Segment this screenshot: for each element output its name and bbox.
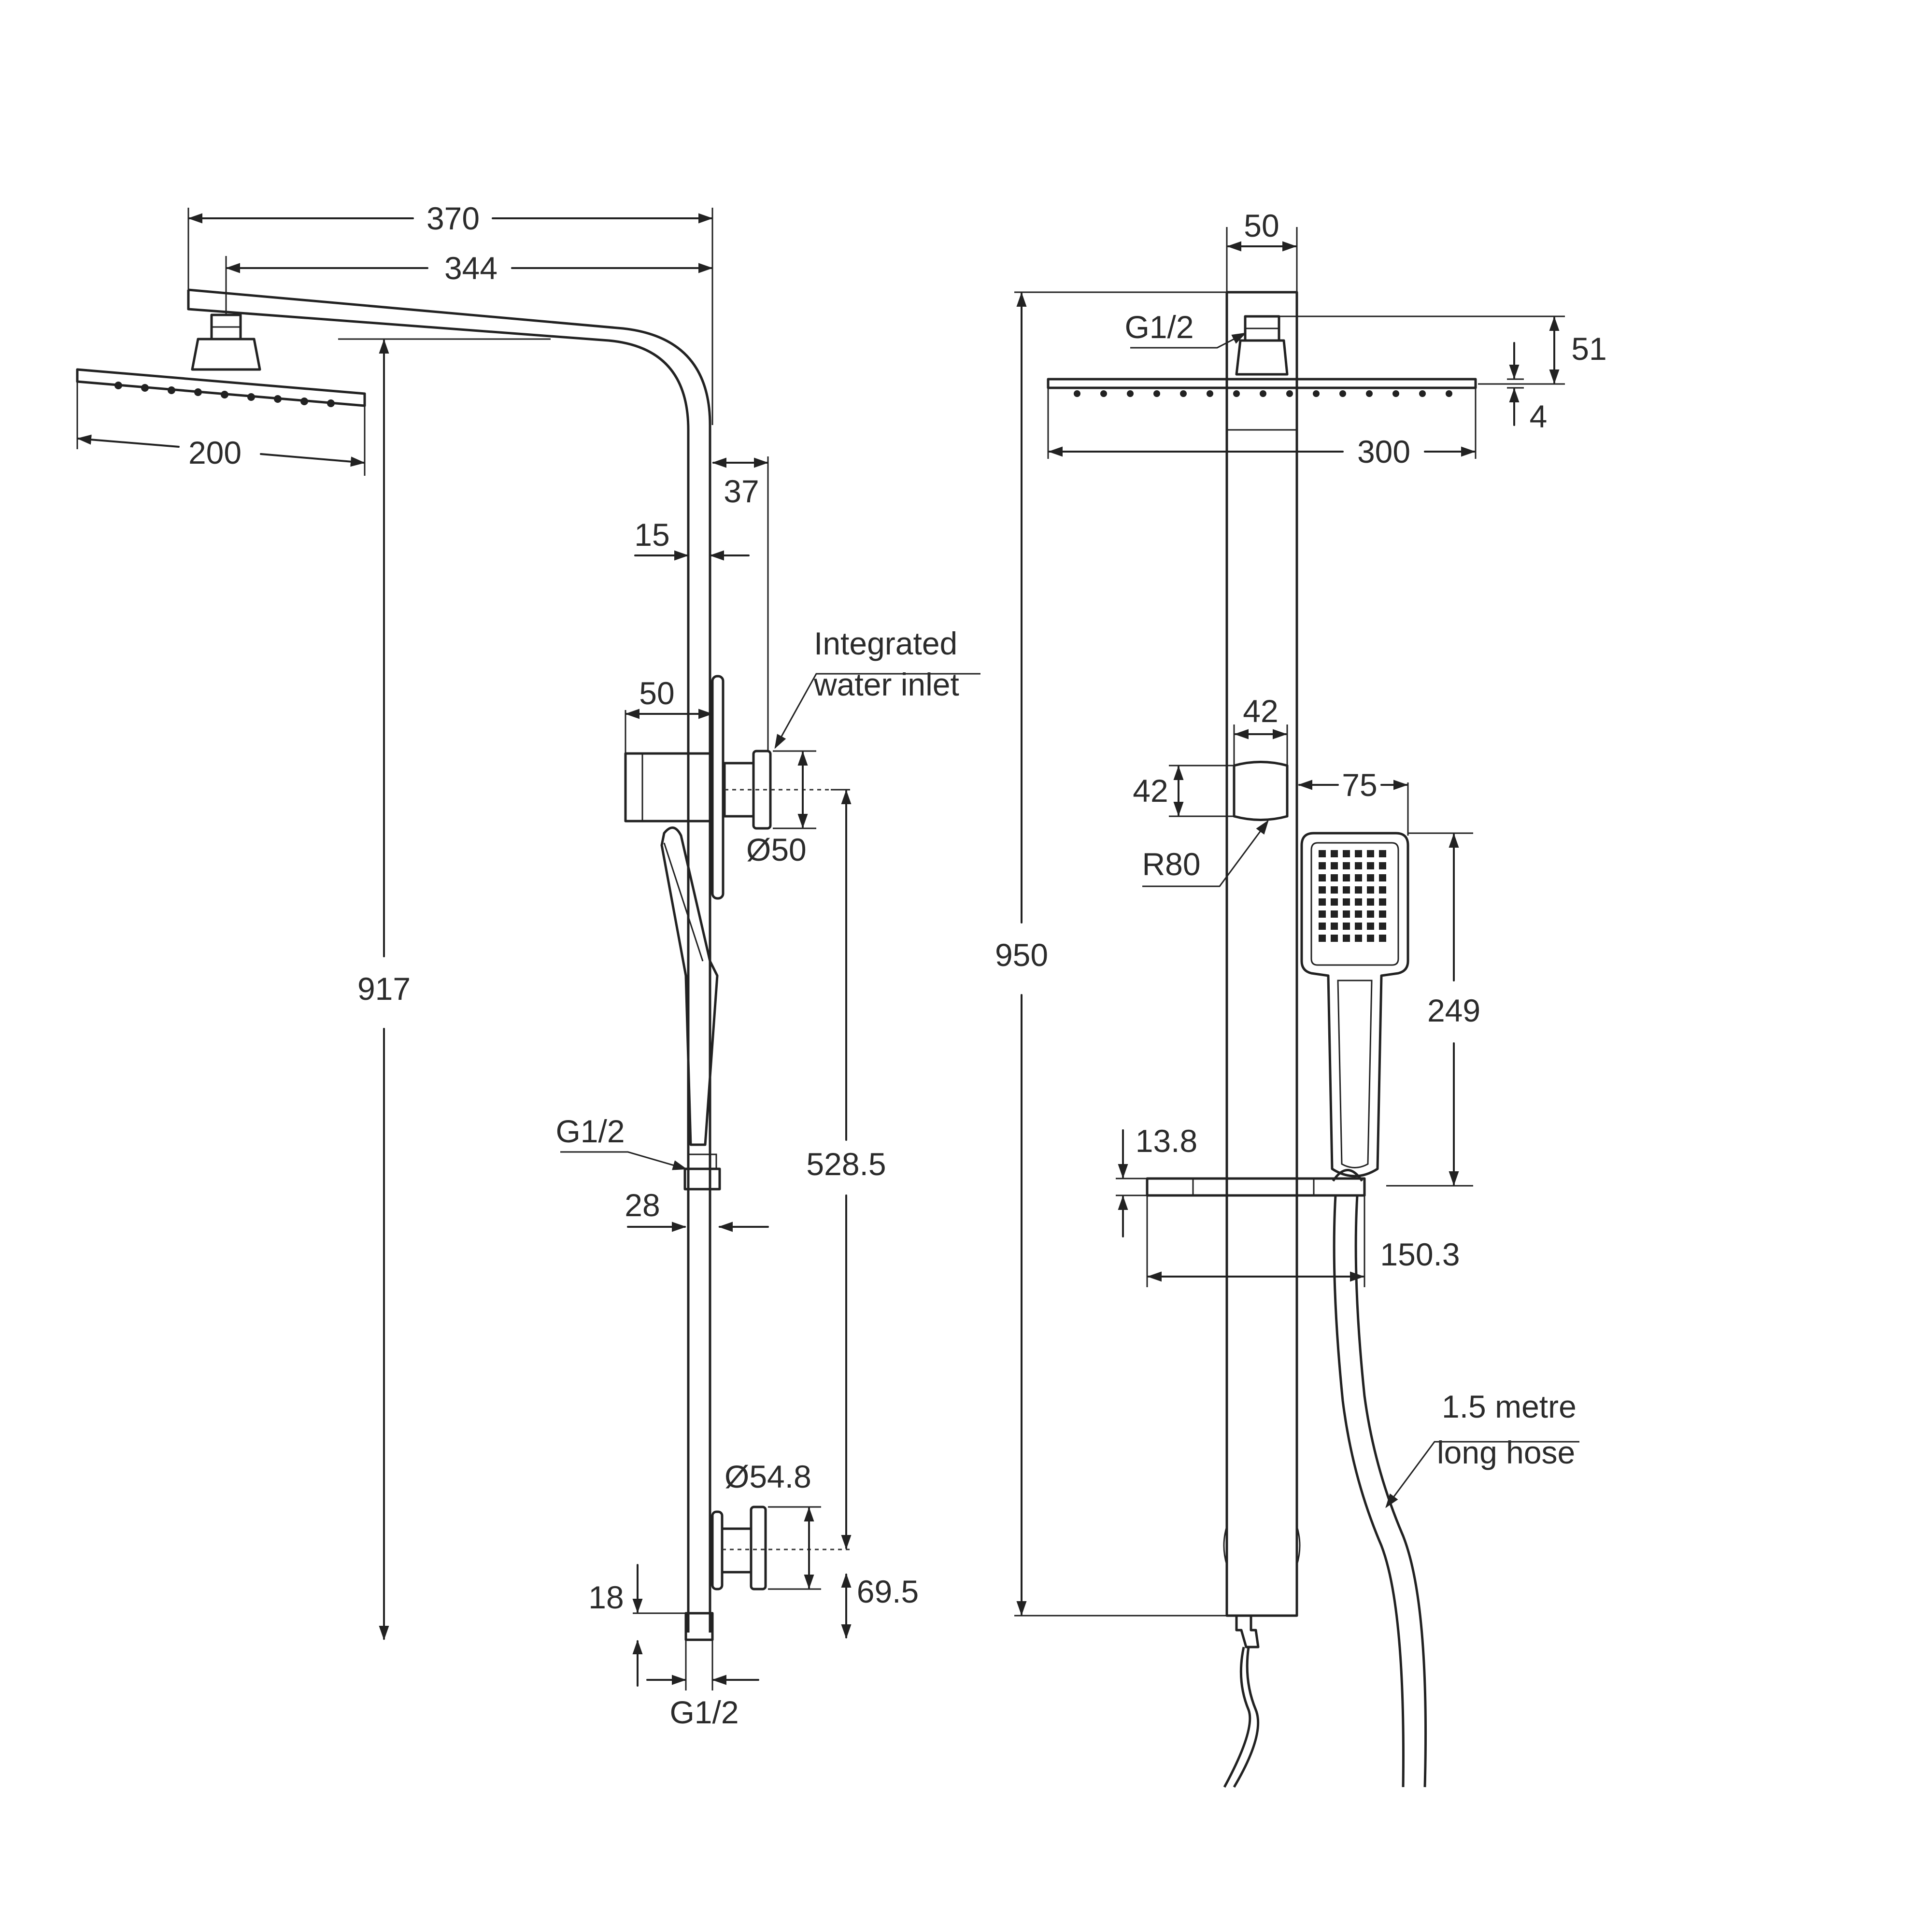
dim-42-height: 42 — [1133, 773, 1168, 809]
label-water-inlet: water inlet — [813, 667, 959, 702]
dim-13-8: 13.8 — [1136, 1123, 1197, 1159]
dim-dia-50: Ø50 — [746, 832, 807, 867]
dim-42-width: 42 — [1243, 693, 1278, 729]
side-view: 370 344 200 37 15 50 Integrated water in… — [76, 200, 980, 1730]
holder-front — [1233, 761, 1289, 821]
dim-28: 28 — [625, 1187, 660, 1223]
dim-300: 300 — [1357, 434, 1410, 469]
label-g12-bottom: G1/2 — [669, 1694, 739, 1730]
dim-18: 18 — [588, 1579, 624, 1615]
shower-arm — [187, 288, 711, 1633]
dim-15: 15 — [634, 517, 669, 553]
dim-69-5: 69.5 — [857, 1574, 919, 1609]
dim-370: 370 — [426, 200, 480, 236]
label-integrated: Integrated — [814, 625, 957, 661]
dim-150-3: 150.3 — [1380, 1236, 1460, 1272]
dim-4: 4 — [1530, 398, 1548, 434]
label-hose-2: long hose — [1437, 1435, 1575, 1470]
dim-917: 917 — [357, 971, 411, 1007]
rain-head-side — [76, 313, 366, 407]
dim-200: 200 — [188, 435, 242, 470]
dim-37: 37 — [724, 473, 759, 509]
dim-r80: R80 — [1142, 846, 1200, 882]
dim-528-5: 528.5 — [806, 1146, 886, 1182]
dim-344: 344 — [444, 250, 497, 286]
dim-950: 950 — [995, 937, 1048, 973]
label-g12-head: G1/2 — [1124, 309, 1193, 345]
hose-connector-side — [683, 1167, 721, 1191]
shelf-front — [1146, 1169, 1366, 1197]
rail-front — [1225, 291, 1298, 1617]
dim-75: 75 — [1342, 767, 1377, 803]
dim-249: 249 — [1427, 993, 1480, 1028]
rain-head-front — [1047, 315, 1477, 397]
front-view: 50 G1/2 51 4 300 950 4 — [995, 208, 1607, 1788]
dim-50-side: 50 — [639, 675, 674, 711]
dim-50-front: 50 — [1244, 208, 1279, 243]
dim-51: 51 — [1571, 331, 1606, 367]
label-g12-hose: G1/2 — [555, 1113, 625, 1149]
label-hose-1: 1.5 metre — [1442, 1389, 1577, 1424]
handpiece-front — [1300, 832, 1409, 1178]
handpiece-side — [660, 826, 719, 1146]
wall-bracket — [624, 675, 831, 900]
hose-front — [1223, 1195, 1427, 1788]
dim-dia-54-8: Ø54.8 — [724, 1459, 811, 1494]
bottom-flange-side — [684, 1506, 850, 1641]
